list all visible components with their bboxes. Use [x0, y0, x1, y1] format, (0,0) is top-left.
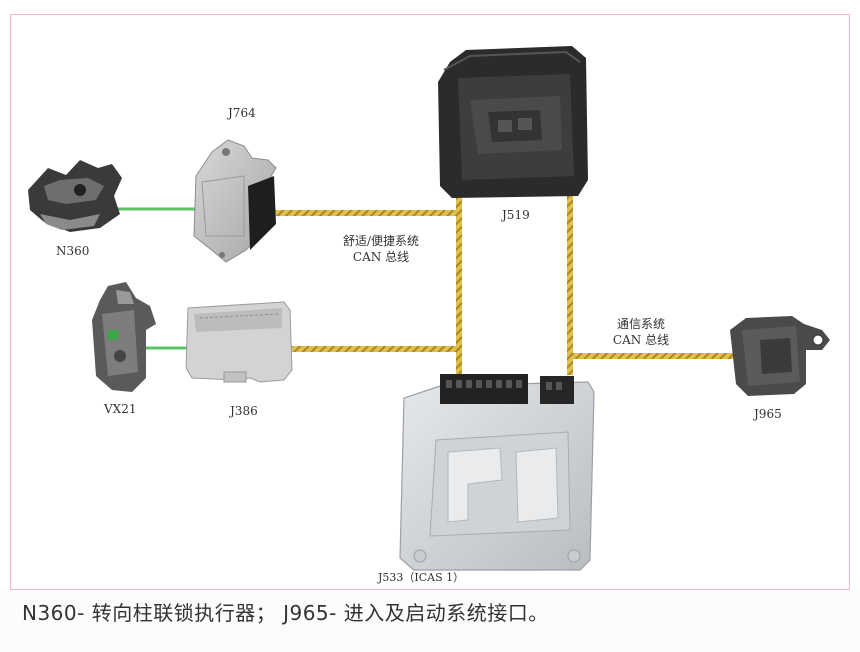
label-infotainment-can-line1: 通信系统	[616, 317, 665, 331]
j965-module	[730, 316, 830, 396]
can-j386-trunk	[290, 346, 462, 352]
j519-module	[438, 46, 588, 198]
vx21-assembly	[92, 282, 156, 392]
can-comfort-trunk	[456, 195, 462, 375]
figure-caption: N360- 转向柱联锁执行器； J965- 进入及启动系统接口。	[22, 601, 549, 625]
n360-actuator	[28, 160, 122, 232]
label-infotainment-can: 通信系统 CAN 总线	[598, 316, 684, 348]
j533-gateway	[399, 374, 595, 571]
label-j533: J533（ICAS 1）	[378, 571, 465, 584]
j764-module	[193, 139, 277, 263]
can-j764-j519	[268, 210, 462, 216]
network-diagram	[28, 46, 830, 571]
label-j519: J519	[502, 208, 530, 222]
label-j386: J386	[230, 404, 258, 418]
label-vx21: VX21	[104, 402, 137, 416]
can-j533-j965	[567, 353, 737, 359]
can-infotainment-trunk	[567, 195, 573, 375]
caption-bar	[0, 590, 860, 652]
j386-module	[185, 301, 293, 383]
label-j965: J965	[754, 407, 782, 421]
label-comfort-can: 舒适/便捷系统 CAN 总线	[326, 233, 436, 265]
label-infotainment-can-line2: CAN 总线	[612, 333, 670, 347]
label-j764: J764	[228, 106, 256, 120]
label-comfort-can-line1: 舒适/便捷系统	[342, 234, 420, 248]
label-n360: N360	[56, 244, 90, 258]
label-comfort-can-line2: CAN 总线	[352, 250, 410, 264]
